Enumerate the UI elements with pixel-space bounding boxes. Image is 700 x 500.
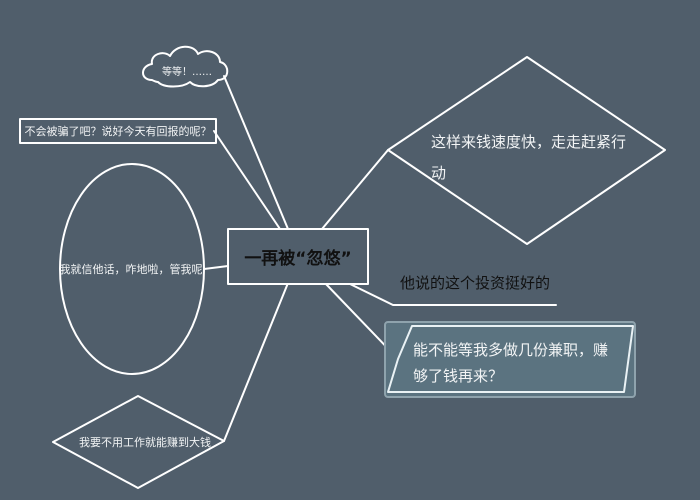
circle-node-label: 我就信他话，咋地啦，管我呢 (59, 263, 203, 276)
question-box-label: 不会被骗了吧？说好今天有回报的呢？ (24, 125, 212, 138)
connector-diamond-bottom (223, 282, 289, 442)
cloud-label: 等等！…… (162, 66, 212, 78)
diamond-right-node[interactable] (387, 56, 666, 245)
cloud-shape[interactable] (142, 45, 229, 88)
parallelogram-line1: 能不能等我多做几份兼职，赚 (413, 341, 609, 359)
parallelogram-node[interactable] (387, 325, 634, 393)
parallelogram-label: 能不能等我多做几份兼职，赚 够了钱再来？ (413, 337, 613, 389)
connector-cloud (223, 75, 289, 230)
diamond-bottom-node[interactable] (52, 395, 225, 489)
parallelogram-bg (384, 321, 636, 398)
diamond-right-line2: 动 (431, 164, 447, 182)
circle-node[interactable] (59, 163, 205, 375)
center-node-label: 一再被“忽悠” (244, 249, 352, 269)
center-node-box[interactable] (227, 228, 369, 285)
connector-diamond-right (321, 149, 389, 230)
connector-circle (203, 265, 229, 270)
diamond-right-label: 这样来钱速度快，走走赶紧行 动 (431, 127, 631, 189)
diamond-bottom-label: 我要不用工作就能赚到大钱 (79, 436, 211, 449)
underline-label: 他说的这个投资挺好的 (400, 274, 551, 292)
connector-underline (347, 282, 557, 306)
diamond-right-line1: 这样来钱速度快，走走赶紧行 (431, 133, 627, 151)
connector-box (213, 130, 281, 230)
parallelogram-line2: 够了钱再来？ (413, 367, 504, 385)
question-box[interactable] (19, 118, 217, 144)
